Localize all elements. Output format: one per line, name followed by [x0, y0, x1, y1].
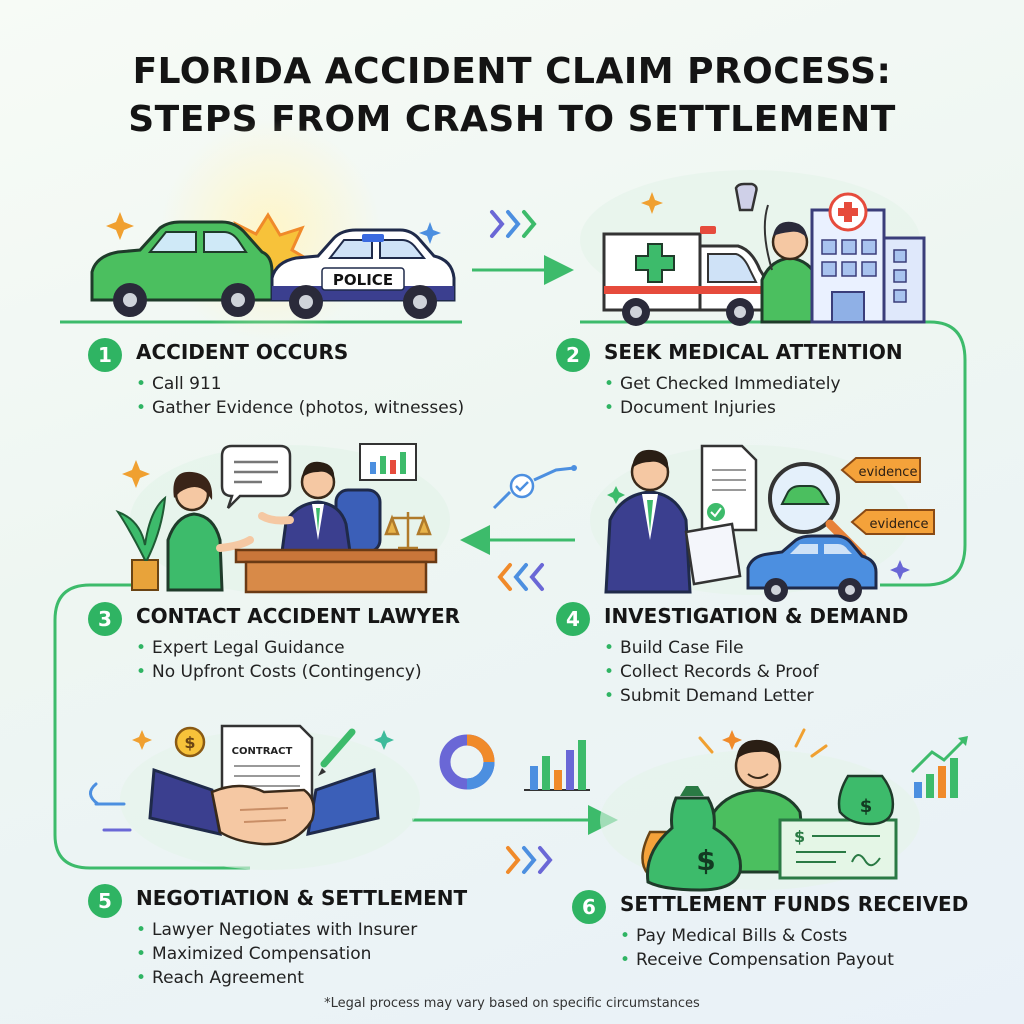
svg-text:$: $: [860, 796, 873, 817]
coin-icon: $: [174, 726, 206, 758]
evidence-tag-2-label: evidence: [870, 517, 929, 532]
step-6-heading: SETTLEMENT FUNDS RECEIVED: [620, 892, 969, 916]
connector-3-to-5: [53, 583, 250, 870]
list-item: Get Checked Immediately: [604, 372, 840, 396]
evidence-tag-2: evidence: [850, 509, 935, 535]
evidence-tag-1: evidence: [840, 457, 921, 483]
check-paper-icon: $: [778, 818, 898, 880]
list-item: Gather Evidence (photos, witnesses): [136, 396, 464, 420]
step-2-bullets: Get Checked Immediately Document Injurie…: [604, 372, 841, 420]
contract-label: CONTRACT: [232, 746, 293, 757]
step-1-heading: ACCIDENT OCCURS: [136, 340, 349, 364]
plant-icon: [115, 495, 167, 591]
joy-rays-icon: [698, 728, 828, 758]
list-item: Collect Records & Proof: [604, 660, 819, 684]
sparkle-icon: [374, 730, 394, 750]
step-2-heading: SEEK MEDICAL ATTENTION: [604, 340, 903, 364]
list-item: Expert Legal Guidance: [136, 636, 422, 660]
sparkle-icon: [106, 212, 134, 240]
iv-bag-icon: [734, 182, 758, 212]
step-5-bullets: Lawyer Negotiates with Insurer Maximized…: [136, 918, 417, 990]
step-4-bullets: Build Case File Collect Records & Proof …: [604, 636, 819, 708]
negotiation-illustration: CONTRACT $: [89, 724, 420, 870]
list-item: Build Case File: [604, 636, 819, 660]
list-item: Pay Medical Bills & Costs: [620, 924, 894, 948]
step-6-number: 6: [572, 890, 606, 924]
investigator-icon: [604, 449, 692, 594]
sparkle-icon: [722, 730, 742, 750]
step-6-bullets: Pay Medical Bills & Costs Receive Compen…: [620, 924, 894, 972]
money-bag-icon: $: [641, 786, 742, 892]
crash-illustration: POLICE: [90, 120, 456, 340]
sparkle-icon: [890, 560, 910, 580]
handshake-icon: [148, 767, 380, 846]
evidence-tag-1-label: evidence: [859, 465, 918, 480]
investigation-illustration: evidence evidence: [492, 444, 935, 602]
step-3-bullets: Expert Legal Guidance No Upfront Costs (…: [136, 636, 422, 684]
lawyer-icon: [258, 461, 382, 554]
green-car-icon: [90, 220, 274, 317]
step-4-number: 4: [556, 602, 590, 636]
list-item: No Upfront Costs (Contingency): [136, 660, 422, 684]
doctor-icon: [760, 204, 820, 324]
list-item: Maximized Compensation: [136, 942, 417, 966]
step-5-number: 5: [88, 884, 122, 918]
lawyer-meeting-illustration: [115, 443, 450, 595]
chevrons-bottom-icon: [506, 846, 553, 874]
police-car-icon: POLICE: [270, 228, 456, 319]
police-label: POLICE: [333, 271, 393, 289]
sparkle-icon: [419, 222, 441, 244]
svg-text:$: $: [696, 844, 715, 877]
check-icon: [492, 465, 577, 510]
list-item: Reach Agreement: [136, 966, 417, 990]
scales-icon: [384, 512, 432, 550]
list-item: Receive Compensation Payout: [620, 948, 894, 972]
medical-illustration: [580, 170, 926, 326]
center-bar-chart-icon: [524, 740, 590, 791]
step-1-bullets: Call 911 Gather Evidence (photos, witnes…: [136, 372, 464, 420]
growth-chart-icon: [910, 736, 968, 798]
funds-illustration: $ $ $: [600, 728, 968, 892]
pen-icon: [318, 728, 356, 776]
chevrons-top-icon: [490, 210, 537, 238]
bar-chart-icon: [359, 443, 417, 481]
step-3-heading: CONTACT ACCIDENT LAWYER: [136, 604, 461, 628]
sparkle-icon: [132, 730, 152, 750]
money-bag-small-icon: $: [837, 774, 895, 826]
hospital-icon: [810, 192, 926, 324]
sparkle-icon: [607, 486, 625, 504]
list-item: Submit Demand Letter: [604, 684, 819, 708]
step-5-heading: NEGOTIATION & SETTLEMENT: [136, 886, 468, 910]
client-icon: [166, 471, 254, 592]
step-3-number: 3: [88, 602, 122, 636]
list-item: Call 911: [136, 372, 464, 396]
step-2-number: 2: [556, 338, 590, 372]
list-item: Document Injuries: [604, 396, 841, 420]
step-1-number: 1: [88, 338, 122, 372]
svg-text:$: $: [794, 827, 805, 846]
donut-chart-icon: [439, 734, 495, 790]
chevrons-middle-icon: [497, 563, 544, 591]
blue-car-icon: [746, 534, 878, 602]
sparkle-icon: [122, 460, 150, 488]
step-4-heading: INVESTIGATION & DEMAND: [604, 604, 909, 628]
speech-bubble-icon: [220, 444, 292, 509]
desk-icon: [234, 548, 438, 594]
loop-arrow-icon: [89, 782, 126, 806]
list-item: Lawyer Negotiates with Insurer: [136, 918, 417, 942]
svg-text:$: $: [184, 733, 195, 752]
connector-2-to-4: [880, 320, 967, 587]
sparkle-icon: [641, 192, 663, 214]
footnote: *Legal process may vary based on specifi…: [324, 996, 700, 1011]
document-icon: [684, 444, 758, 586]
page-title: FLORIDA ACCIDENT CLAIM PROCESS: STEPS FR…: [0, 48, 1024, 144]
title-line-1: FLORIDA ACCIDENT CLAIM PROCESS:: [132, 51, 892, 92]
